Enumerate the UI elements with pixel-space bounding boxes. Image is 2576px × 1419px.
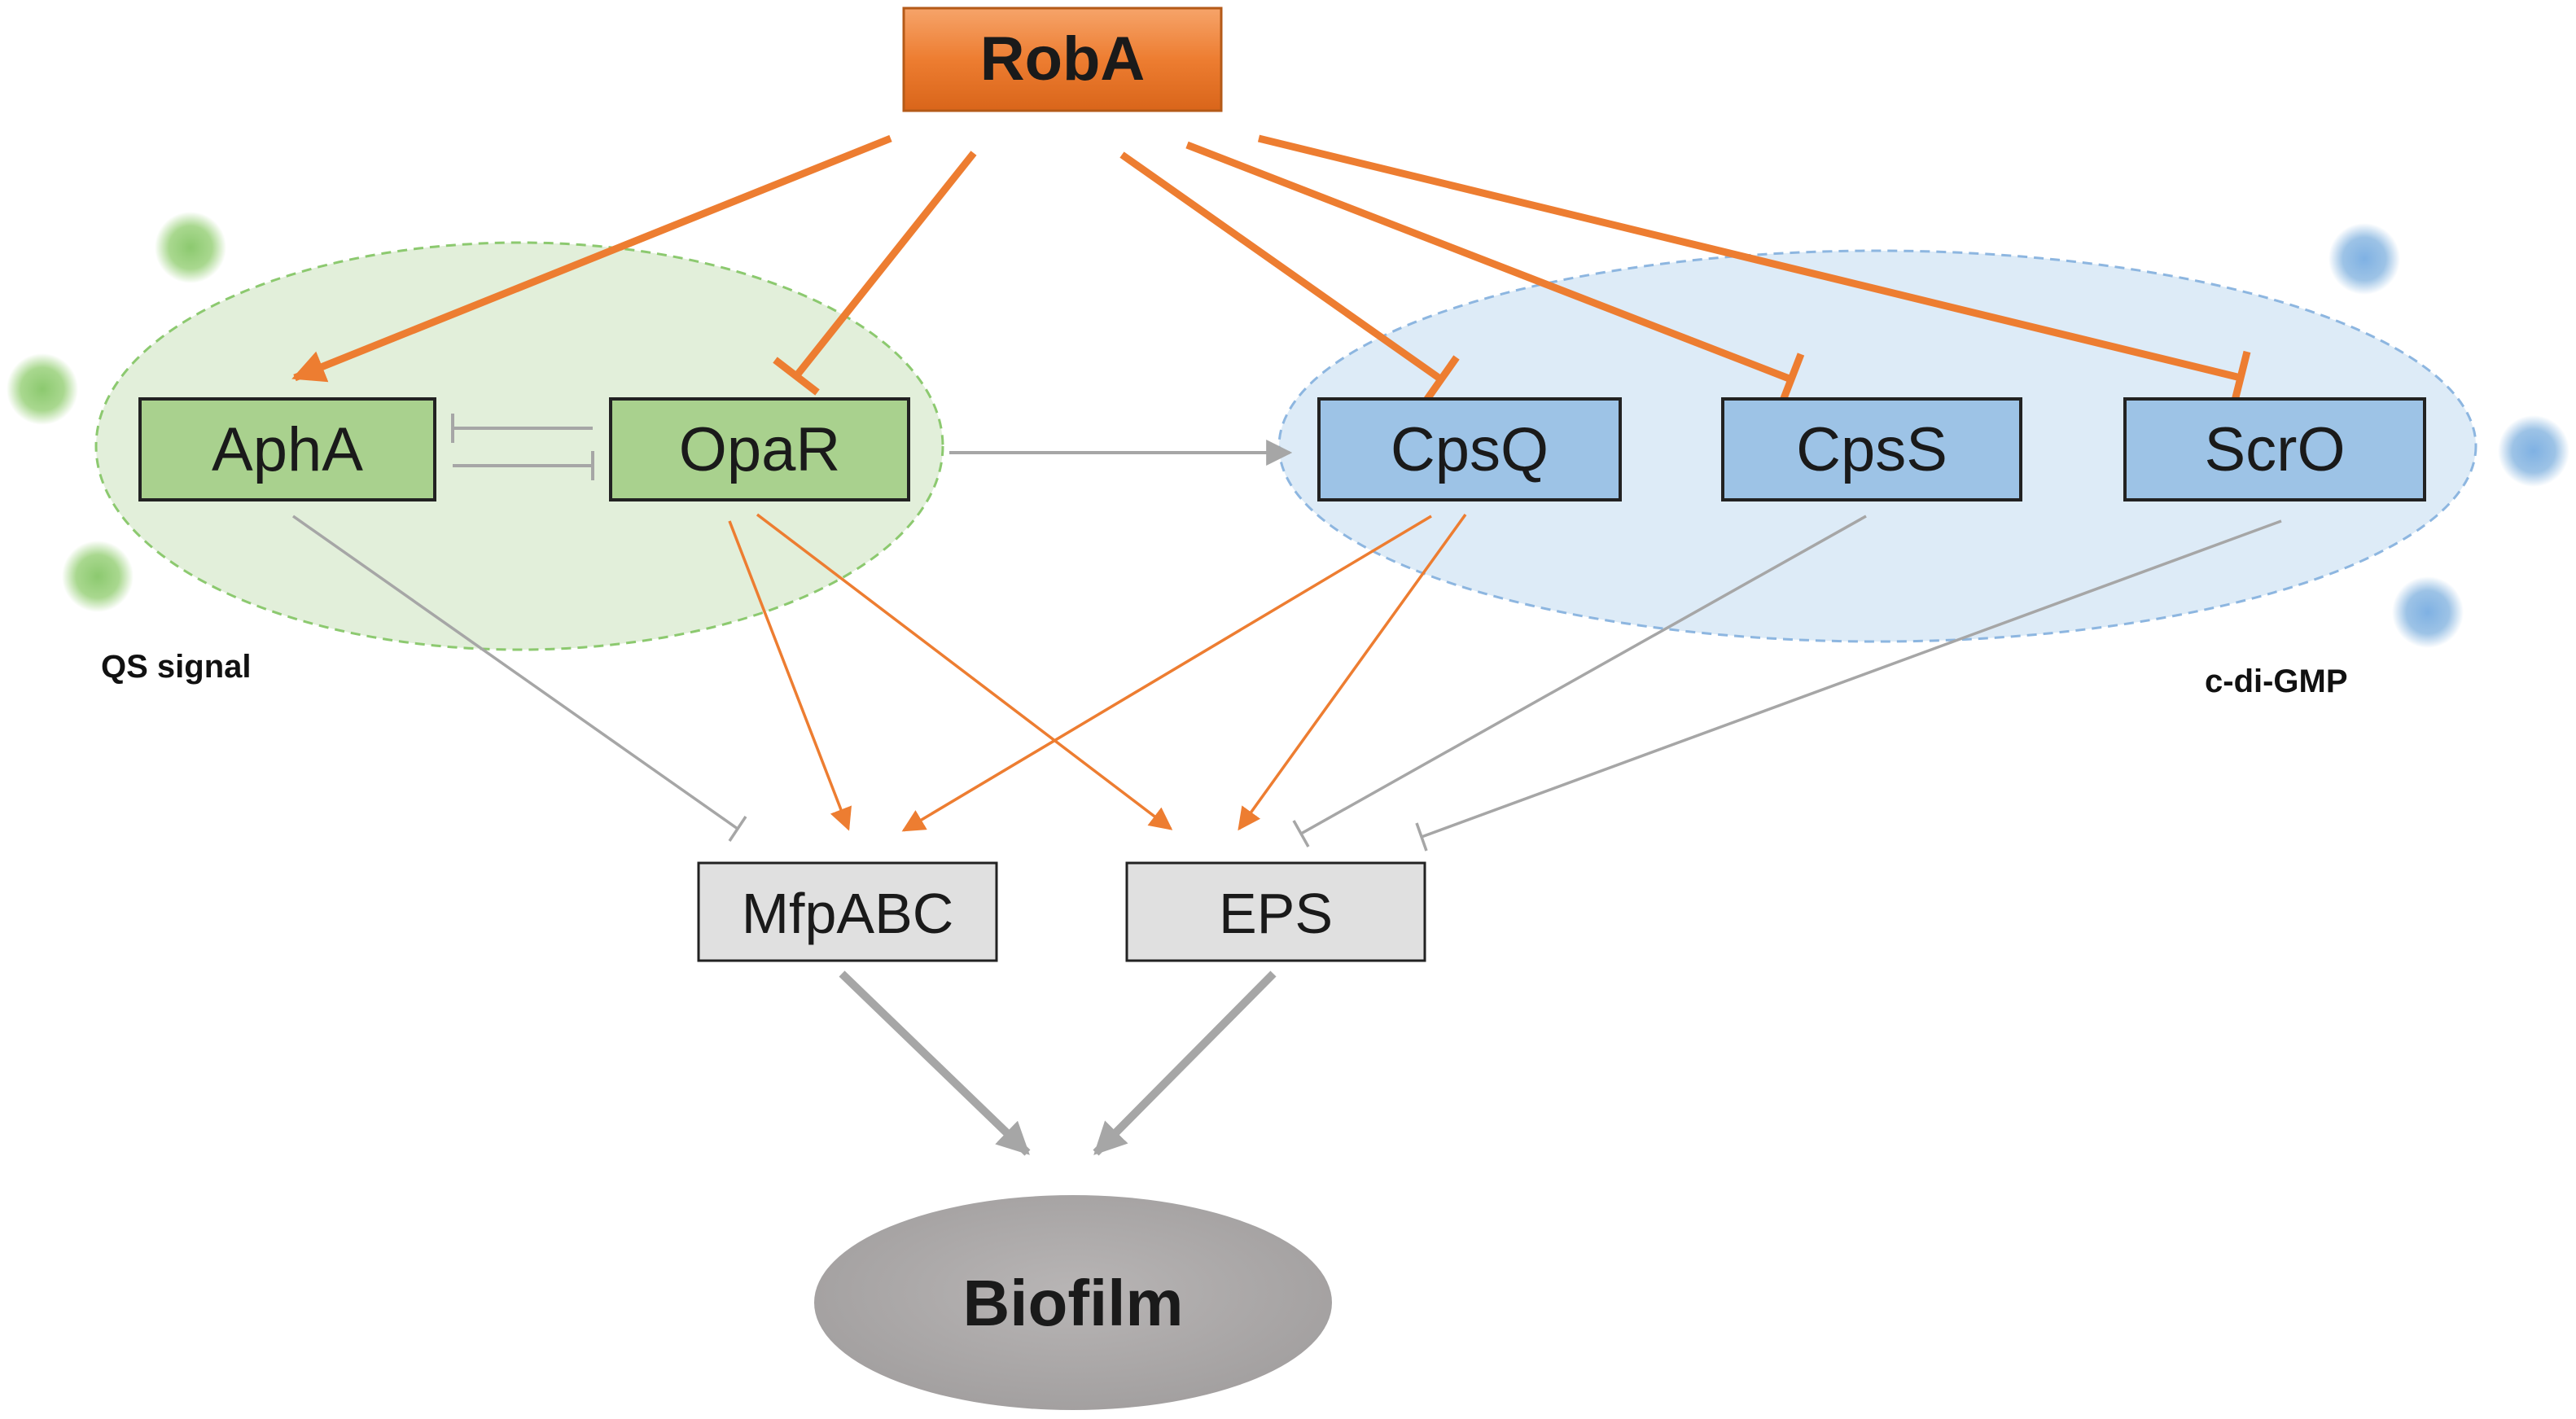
edge-roba-opar bbox=[793, 151, 977, 379]
edge-opar-mfpabc bbox=[728, 520, 852, 831]
edge-apha-mfpabc-bar bbox=[728, 816, 747, 842]
node-apha: AphA bbox=[138, 397, 436, 501]
qs-region bbox=[94, 241, 944, 651]
node-eps: EPS bbox=[1125, 861, 1426, 962]
edge-eps-biofilm bbox=[1093, 970, 1277, 1156]
edge-cpsq-eps bbox=[1238, 513, 1467, 831]
edge-cpsq-mfpabc bbox=[901, 515, 1432, 832]
edge-scro-eps bbox=[1421, 519, 2282, 839]
edge-scro-eps-bar bbox=[1415, 822, 1428, 852]
cdigmp-dot bbox=[2328, 223, 2400, 295]
qs-signal-label: QS signal bbox=[101, 649, 252, 685]
edge-roba-scro-bar bbox=[2230, 350, 2251, 405]
edge-roba-opar-bar bbox=[773, 357, 820, 396]
node-eps-label: EPS bbox=[1219, 882, 1333, 945]
node-mfpabc-label: MfpABC bbox=[742, 882, 954, 945]
node-roba-label: RobA bbox=[980, 24, 1146, 94]
edge-roba-apha bbox=[291, 134, 892, 383]
qs-signal-dot bbox=[62, 541, 134, 612]
cdigmp-dot bbox=[2392, 576, 2464, 648]
node-opar-label: OpaR bbox=[679, 415, 841, 484]
node-scro-label: ScrO bbox=[2204, 415, 2345, 484]
node-biofilm: Biofilm bbox=[814, 1195, 1332, 1410]
qs-signal-dot bbox=[155, 212, 226, 283]
edge-roba-cpsq bbox=[1119, 151, 1444, 383]
node-apha-label: AphA bbox=[212, 415, 363, 484]
node-roba: RobA bbox=[902, 7, 1223, 112]
node-biofilm-label: Biofilm bbox=[962, 1267, 1183, 1339]
edge-opar-eps bbox=[756, 513, 1173, 830]
edge-mfpabc-biofilm bbox=[839, 970, 1031, 1156]
node-mfpabc: MfpABC bbox=[697, 861, 998, 962]
edge-roba-cpss bbox=[1185, 141, 1793, 383]
edge-roba-cpss-bar bbox=[1777, 353, 1805, 406]
node-cpss-label: CpsS bbox=[1796, 415, 1947, 484]
edge-roba-scro bbox=[1257, 134, 2242, 382]
edge-roba-cpsq-bar bbox=[1422, 355, 1460, 404]
node-opar: OpaR bbox=[609, 397, 910, 501]
edge-cpss-eps-bar bbox=[1292, 820, 1310, 847]
node-scro: ScrO bbox=[2123, 397, 2426, 501]
edge-apha-mfpabc bbox=[291, 515, 739, 830]
node-cpsq-label: CpsQ bbox=[1391, 415, 1549, 484]
edge-cpss-eps bbox=[1300, 515, 1867, 835]
qs-signal-dot bbox=[7, 353, 78, 425]
cdigmp-dot bbox=[2498, 415, 2569, 487]
node-cpsq: CpsQ bbox=[1317, 397, 1622, 501]
node-cpss: CpsS bbox=[1721, 397, 2022, 501]
cdigmp-label: c-di-GMP bbox=[2205, 664, 2348, 699]
